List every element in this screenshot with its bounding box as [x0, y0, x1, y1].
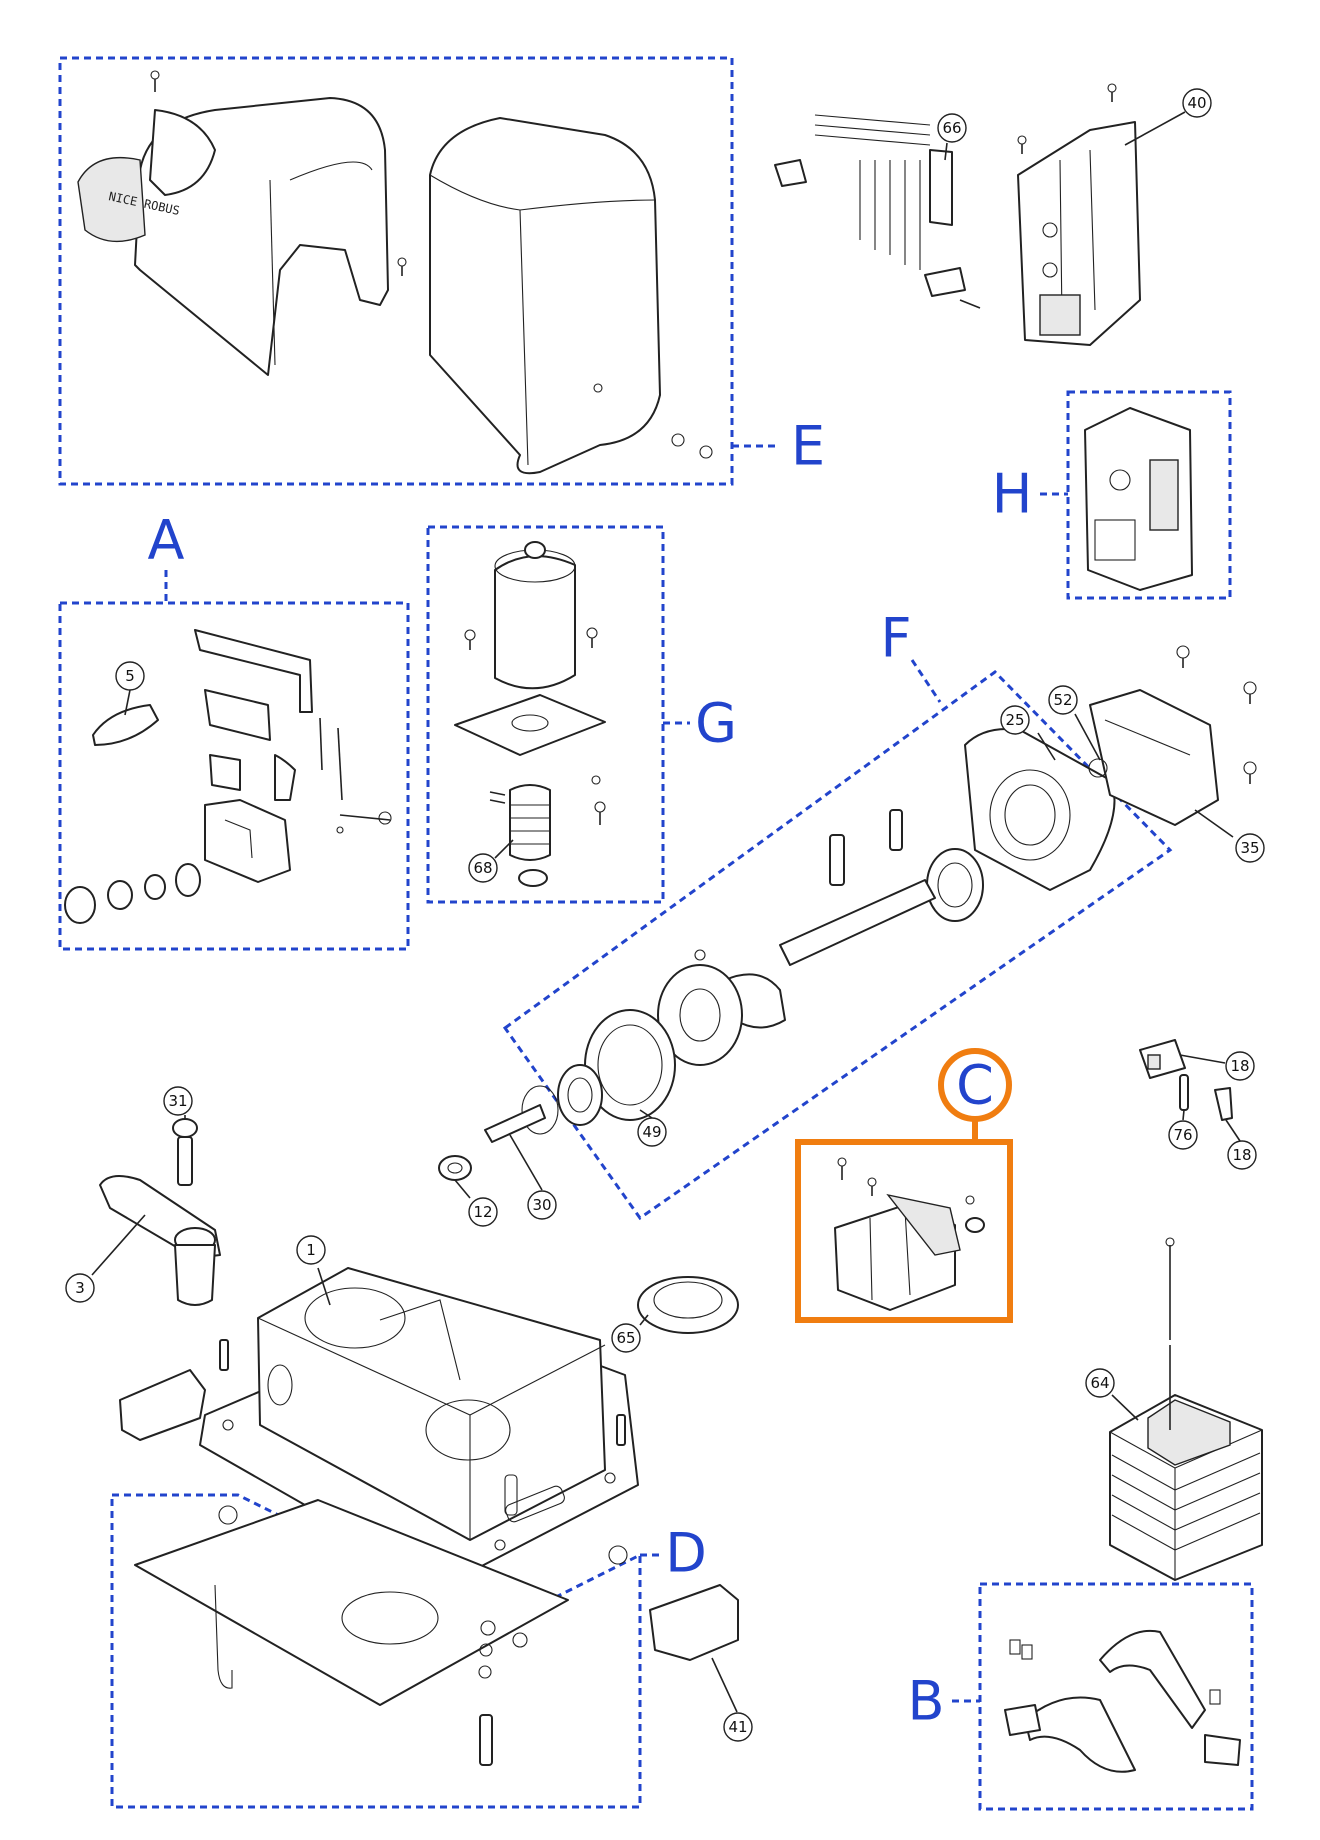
- wiring-harness: [774, 114, 981, 309]
- group-h-label: H: [992, 463, 1033, 526]
- svg-text:40: 40: [1187, 94, 1206, 112]
- group-d: D: [110, 1493, 707, 1809]
- group-g-box: [426, 525, 665, 904]
- svg-text:30: 30: [532, 1196, 551, 1214]
- callout-35: 35: [1235, 833, 1265, 863]
- group-b-label: B: [907, 1670, 944, 1733]
- callout-3: 3: [65, 1273, 95, 1303]
- group-b-box: [978, 1582, 1254, 1811]
- group-e-label: E: [791, 415, 825, 478]
- group-h-box: [1066, 390, 1232, 600]
- group-c-label: C: [956, 1054, 994, 1117]
- svg-text:35: 35: [1240, 839, 1259, 857]
- release-lever: [99, 1118, 221, 1306]
- callout-64: 64: [1085, 1368, 1115, 1398]
- group-a-label: A: [148, 509, 185, 572]
- group-g-label: G: [695, 692, 737, 755]
- leader-lines: [91, 111, 1241, 1713]
- svg-text:25: 25: [1005, 711, 1024, 729]
- group-f-label: F: [880, 607, 911, 670]
- svg-text:52: 52: [1053, 691, 1072, 709]
- callout-66: 66: [937, 113, 967, 143]
- callout-18a: 18: [1225, 1051, 1255, 1081]
- callout-5: 5: [115, 661, 145, 691]
- svg-text:18: 18: [1232, 1146, 1251, 1164]
- group-a: A: [58, 509, 410, 951]
- group-b: B: [907, 1582, 1254, 1811]
- group-e: E NICE ROBUS: [58, 56, 825, 486]
- svg-text:5: 5: [125, 667, 135, 685]
- svg-text:3: 3: [75, 1279, 85, 1297]
- svg-text:66: 66: [942, 119, 961, 137]
- group-c-label-ring: [938, 1048, 1012, 1122]
- group-c: C: [795, 1048, 1013, 1323]
- callout-65: 65: [611, 1323, 641, 1353]
- group-f: F: [438, 607, 1173, 1221]
- callout-31: 31: [163, 1086, 193, 1116]
- group-e-box: [58, 56, 734, 486]
- housing-body: [257, 1267, 606, 1541]
- svg-text:18: 18: [1230, 1057, 1249, 1075]
- callout-40: 40: [1182, 88, 1212, 118]
- svg-text:49: 49: [642, 1123, 661, 1141]
- group-g: G: [426, 525, 737, 904]
- transformer: [1109, 1237, 1263, 1581]
- end-cap: [119, 1369, 206, 1441]
- svg-text:41: 41: [728, 1718, 747, 1736]
- side-cap: [649, 1584, 739, 1661]
- manual-release-switch: [1139, 1039, 1233, 1121]
- rear-cover: [429, 117, 661, 475]
- badge-panel: [77, 156, 146, 243]
- group-d-label: D: [665, 1522, 707, 1585]
- callout-68: 68: [468, 853, 498, 883]
- callout-52: 52: [1048, 685, 1078, 715]
- gear-cover: [1088, 645, 1257, 826]
- worm-screw: [509, 784, 551, 861]
- callout-41: 41: [723, 1712, 753, 1742]
- svg-text:68: 68: [473, 859, 492, 877]
- group-d-box: [110, 1493, 642, 1809]
- callout-49: 49: [637, 1117, 667, 1147]
- group-f-box: [502, 670, 1173, 1221]
- callout-76: 76: [1168, 1120, 1198, 1150]
- callout-30: 30: [527, 1190, 557, 1220]
- drive-shaft: [779, 879, 936, 966]
- group-h: H: [992, 390, 1232, 600]
- seal-ring: [637, 1276, 739, 1334]
- svg-text:12: 12: [473, 1203, 492, 1221]
- gearbox-flange: [964, 728, 1116, 891]
- control-board: [1084, 407, 1193, 591]
- control-housing: [1017, 83, 1141, 346]
- svg-text:65: 65: [616, 1329, 635, 1347]
- svg-text:76: 76: [1173, 1126, 1192, 1144]
- motor-body: [494, 555, 576, 690]
- svg-text:64: 64: [1090, 1374, 1109, 1392]
- callout-18b: 18: [1227, 1140, 1257, 1170]
- encoder-wheel: [657, 964, 743, 1066]
- svg-text:1: 1: [306, 1241, 316, 1259]
- group-a-box: [58, 601, 410, 951]
- svg-text:31: 31: [168, 1092, 187, 1110]
- callouts: 1 3 5 12 18 18 25 30 31 35 40 41 49 52 6…: [65, 88, 1265, 1742]
- group-c-box: [795, 1139, 1013, 1323]
- callout-12: 12: [468, 1197, 498, 1227]
- callout-25: 25: [1000, 705, 1030, 735]
- base-housing: [199, 1267, 639, 1586]
- callout-1: 1: [296, 1235, 326, 1265]
